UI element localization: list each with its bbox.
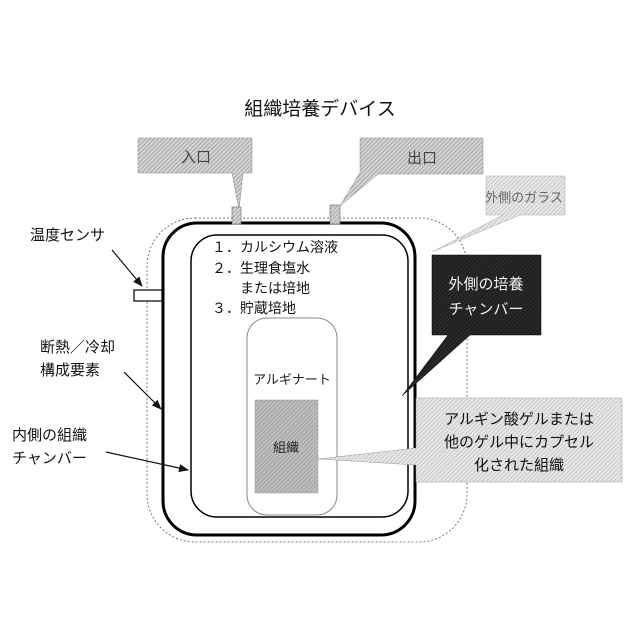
medium-list-item-3: ３．貯蔵培地 — [212, 301, 296, 317]
temp-sensor-label: 温度センサ — [30, 226, 105, 244]
outer-glass-label: 外側のガラス — [485, 191, 563, 206]
inner-chamber-label-line1: 内側の組織 — [12, 426, 87, 444]
insulation-label-line1: 断熱／冷却 — [40, 338, 115, 356]
encapsulated-tissue-callout: アルギン酸ゲルまたは 他のゲル中にカプセル 化された組織 — [318, 398, 622, 482]
alginate-label: アルギナート — [253, 373, 331, 388]
outlet-label: 出口 — [407, 149, 437, 167]
outer-chamber-callout: 外側の培養 チャンバー — [402, 255, 541, 396]
outlet-callout: 出口 — [340, 138, 483, 206]
outer-chamber-label-line2: チャンバー — [449, 300, 524, 318]
inlet-label: 入口 — [181, 148, 211, 166]
diagram-title: 組織培養デバイス — [244, 98, 395, 120]
medium-list-item-2: ２．生理食塩水 — [212, 260, 310, 277]
outlet-port — [330, 205, 340, 224]
insulation-arrow — [124, 372, 161, 409]
inner-chamber-label-line2: チャンバー — [12, 449, 87, 467]
medium-list-item-1: １．カルシウム溶液 — [212, 240, 338, 256]
encapsulated-label-line1: アルギン酸ゲルまたは — [444, 410, 594, 428]
inlet-port — [232, 207, 241, 224]
tissue-label: 組織 — [273, 441, 299, 456]
temp-sensor — [134, 290, 162, 301]
temp-sensor-arrow — [112, 250, 142, 286]
inlet-callout: 入口 — [138, 138, 252, 210]
encapsulated-label-line3: 化された組織 — [474, 456, 564, 474]
outer-glass-callout: 外側のガラス — [432, 176, 565, 252]
encapsulated-label-line2: 他のゲル中にカプセル — [444, 433, 594, 451]
insulation-label-line2: 構成要素 — [40, 361, 100, 379]
outer-chamber-label-line1: 外側の培養 — [448, 275, 523, 293]
medium-list-item-2-cont: または培地 — [212, 281, 310, 297]
